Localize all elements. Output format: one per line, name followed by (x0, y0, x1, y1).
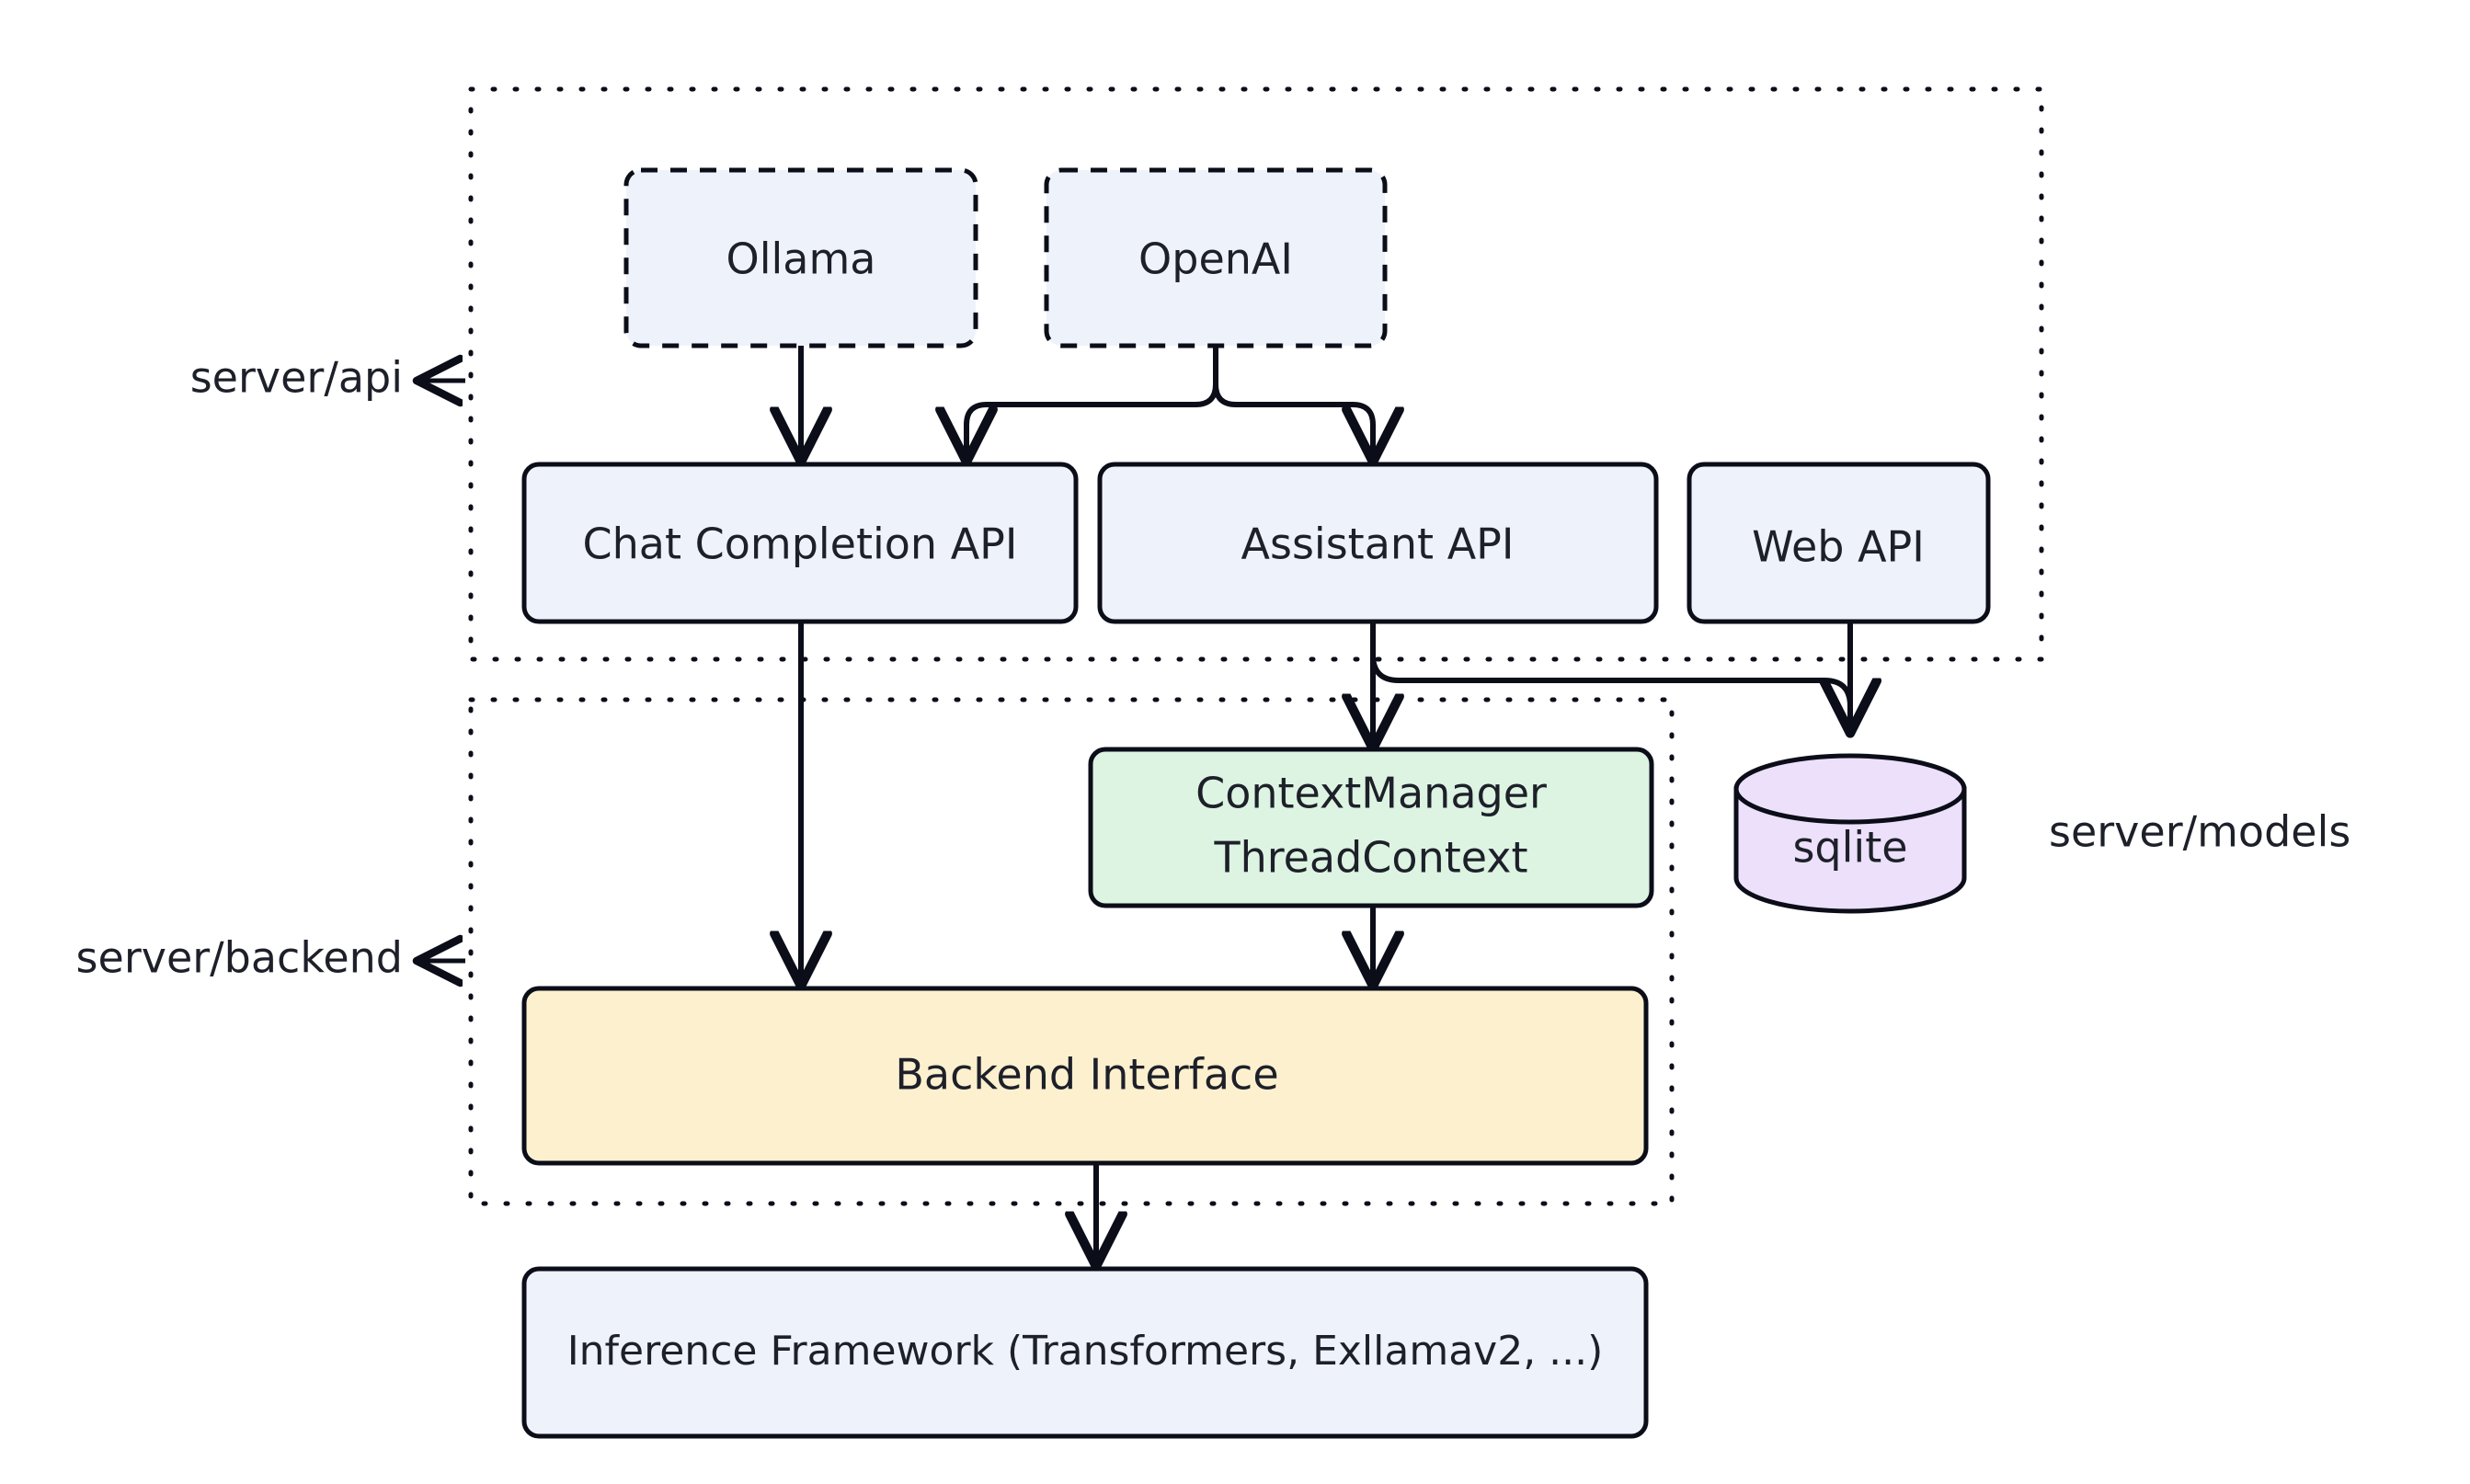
node-context-manager-label-line2: ThreadContext (1213, 833, 1527, 883)
group-label-server-api: server/api (190, 353, 403, 403)
node-inference-framework-shape[interactable] (521, 1266, 1649, 1439)
group-label-server-models: server/models (2049, 807, 2350, 857)
node-inference-framework[interactable]: Inference Framework (Transformers, Exlla… (521, 1266, 1649, 1439)
edge-openai-to-assistant-api (1213, 346, 1373, 460)
edge-openai-to-chat-completion-api (966, 346, 1218, 460)
node-sqlite[interactable]: sqlite (1733, 753, 1967, 914)
node-ollama[interactable]: Ollama (623, 167, 978, 348)
node-chat-completion-api-shape[interactable] (521, 462, 1079, 624)
node-backend-interface-label: Backend Interface (895, 1050, 1278, 1100)
node-backend-interface-shape[interactable] (521, 986, 1649, 1166)
node-assistant-api-label: Assistant API (1241, 519, 1515, 569)
node-web-api[interactable]: Web API (1687, 462, 1991, 624)
node-sqlite-label: sqlite (1792, 823, 1907, 873)
node-chat-completion-api-label: Chat Completion API (583, 519, 1018, 569)
node-inference-framework-label: Inference Framework (Transformers, Exlla… (567, 1328, 1604, 1375)
node-ollama-shape[interactable] (623, 167, 978, 348)
group-server-backend (468, 697, 1675, 1206)
node-openai-label: OpenAI (1138, 234, 1293, 284)
group-label-server-backend: server/backend (76, 933, 403, 983)
node-context-manager-shape[interactable] (1088, 747, 1654, 908)
group-server-api (468, 86, 2044, 662)
node-openai[interactable]: OpenAI (1044, 167, 1388, 348)
node-sqlite-top (1733, 753, 1967, 825)
node-context-manager[interactable]: ContextManager ThreadContext (1088, 747, 1654, 908)
node-ollama-label: Ollama (726, 234, 876, 284)
node-chat-completion-api[interactable]: Chat Completion API (521, 462, 1079, 624)
node-assistant-api-shape[interactable] (1097, 462, 1659, 624)
node-web-api-label: Web API (1752, 522, 1925, 572)
node-assistant-api[interactable]: Assistant API (1097, 462, 1659, 624)
node-backend-interface[interactable]: Backend Interface (521, 986, 1649, 1166)
edge-assistant-api-to-sqlite (1370, 654, 1850, 731)
node-openai-shape[interactable] (1044, 167, 1388, 348)
node-web-api-shape[interactable] (1687, 462, 1991, 624)
node-context-manager-label-line1: ContextManager (1195, 769, 1547, 818)
